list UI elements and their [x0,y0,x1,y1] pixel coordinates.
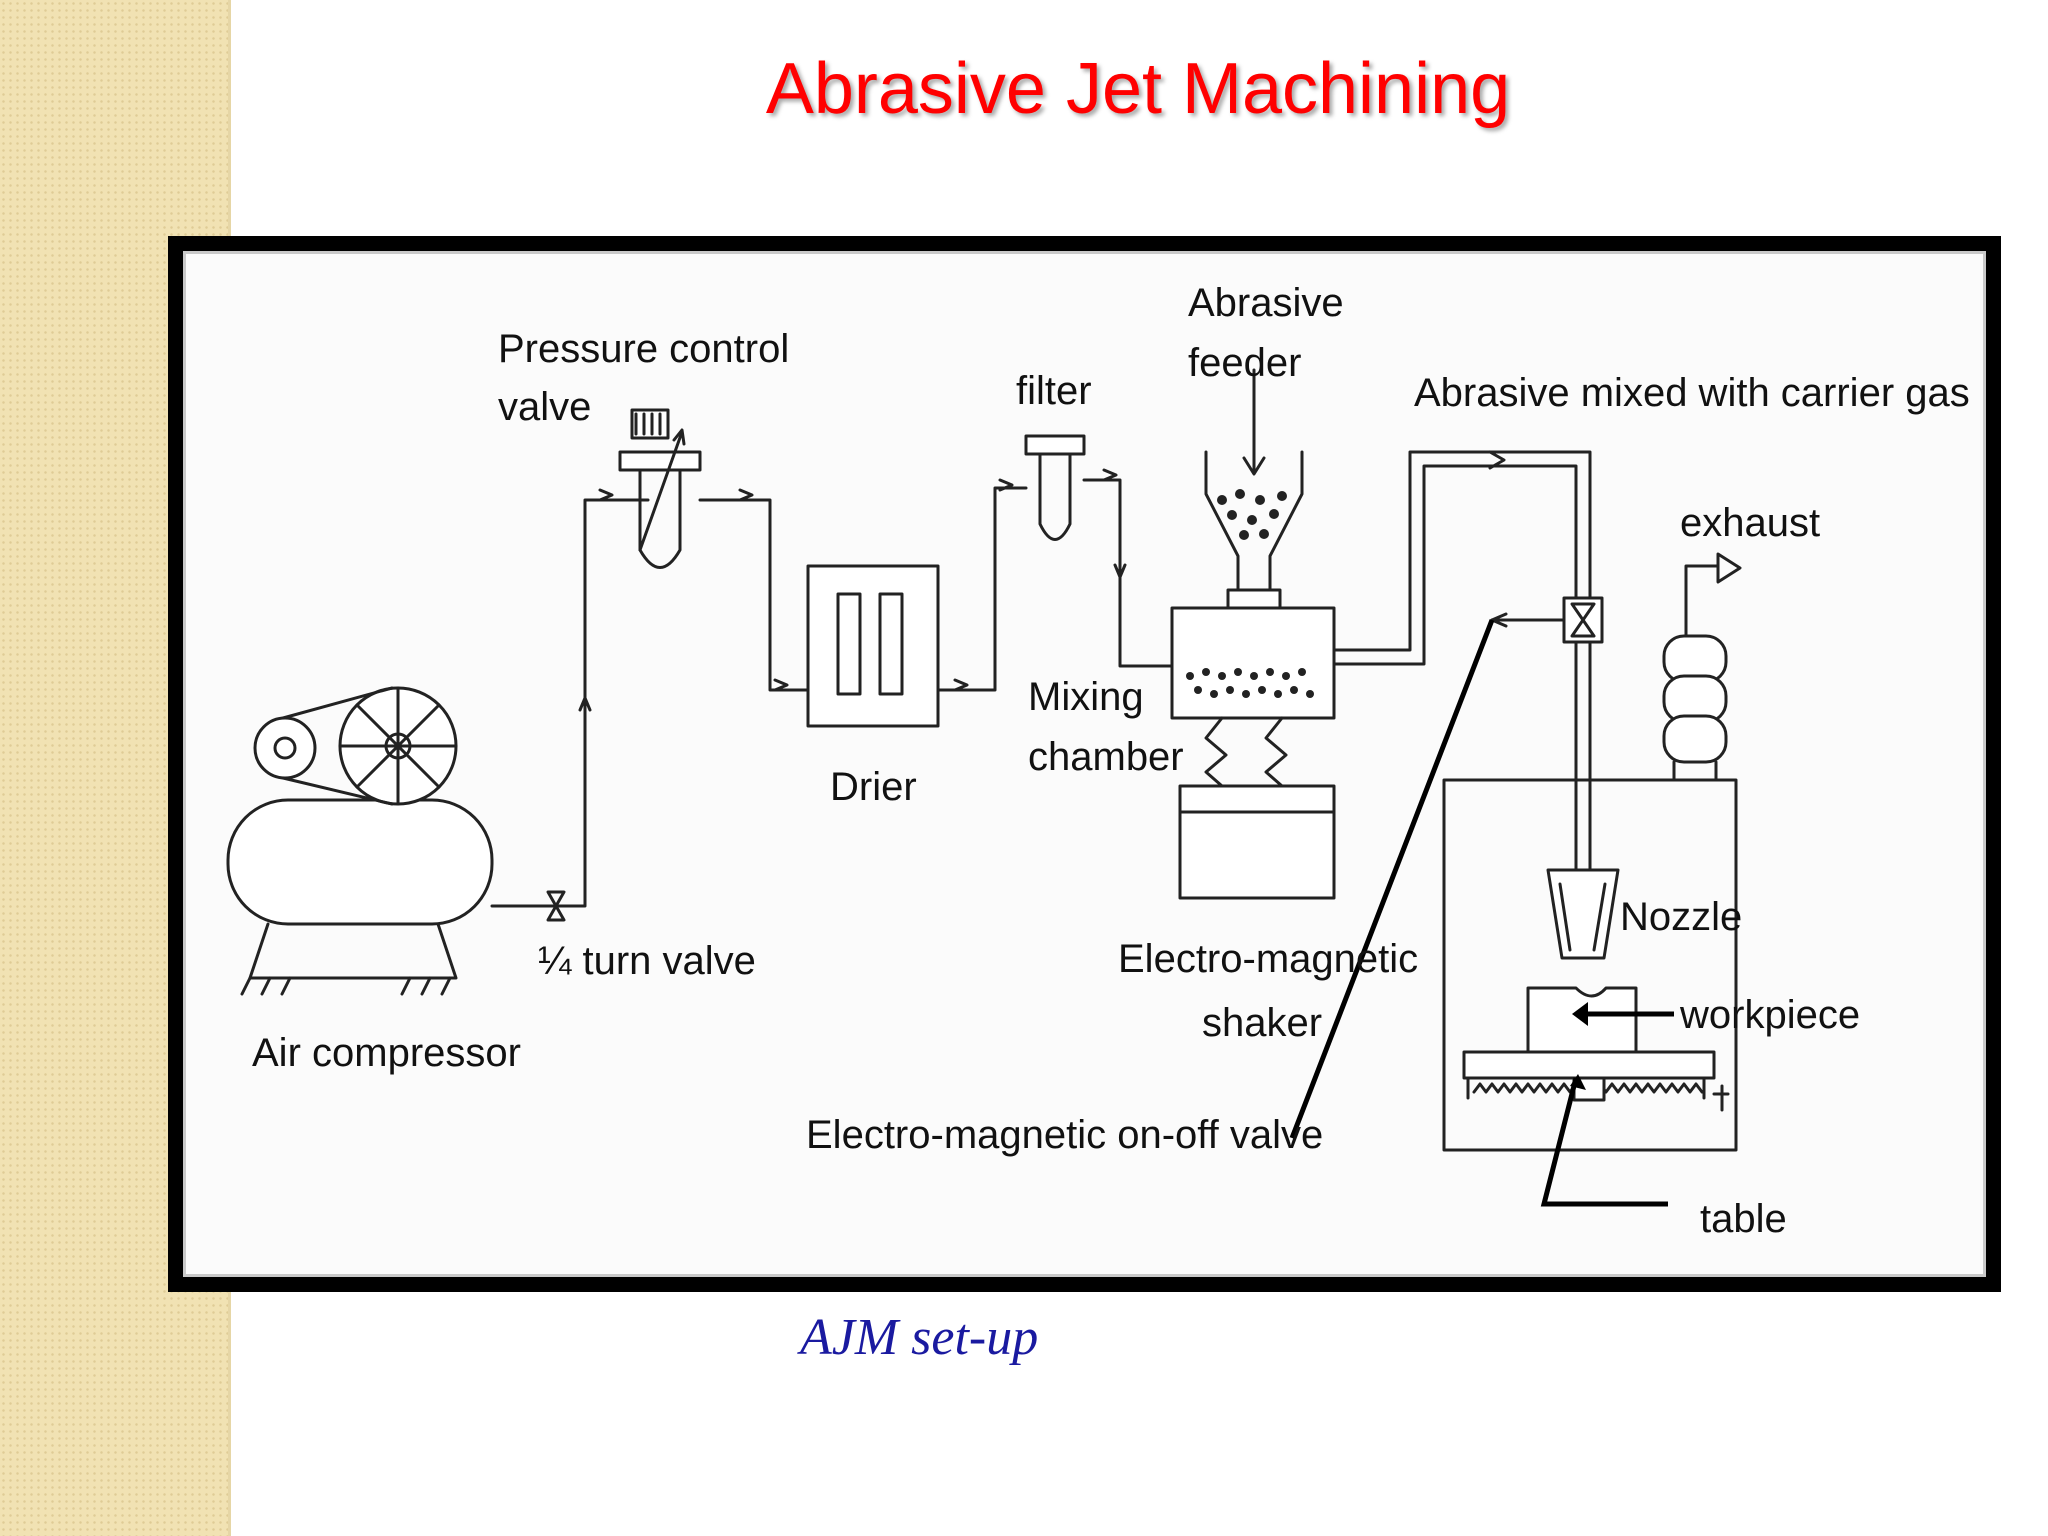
quarter-turn-valve-icon [546,890,566,922]
label-em-shaker-1: Electro-magnetic [1118,937,1418,981]
label-em-on-off-valve: Electro-magnetic on-off valve [806,1113,1323,1157]
label-abrasive-feeder-2: feeder [1188,341,1301,385]
abrasive-feeder-icon [1204,368,1304,610]
air-compressor-icon [226,686,494,996]
label-em-shaker-2: shaker [1202,1001,1322,1045]
label-filter: filter [1016,369,1092,413]
label-quarter-turn-valve: ¼ turn valve [538,939,756,983]
label-pressure-control-2: valve [498,385,591,429]
figure-caption: AJM set-up [800,1309,1039,1366]
electro-magnetic-shaker-icon [1178,716,1336,900]
label-mixing-2: chamber [1028,735,1184,779]
on-off-valve-leader [1289,619,1495,1139]
drier-icon [806,564,940,728]
filter-icon [1024,434,1086,541]
work-chamber-icon [1442,778,1738,1152]
label-exhaust: exhaust [1680,501,1820,545]
label-workpiece: workpiece [1679,993,1860,1037]
label-mixing-1: Mixing [1028,675,1144,719]
pressure-control-valve-icon [618,408,702,569]
diagram-frame-inner [183,251,1986,1277]
exhaust-icon [1662,552,1742,782]
label-pressure-control-1: Pressure control [498,327,789,371]
label-air-compressor: Air compressor [252,1031,521,1075]
leader-lines [1289,619,1674,1207]
table-arrowhead [1570,1074,1586,1090]
diagram-frame [168,236,2001,1292]
label-drier: Drier [830,765,917,809]
label-abrasive-feeder-1: Abrasive [1188,281,1344,325]
label-table: table [1700,1197,1787,1241]
workpiece-arrowhead [1572,1002,1588,1026]
air-line [490,468,1174,908]
on-off-valve-icon [1490,596,1604,644]
table-leader [1540,1077,1668,1207]
slide-title: Abrasive Jet Machining [765,49,1511,129]
label-nozzle: Nozzle [1620,895,1742,939]
mixing-chamber-icon [1170,606,1336,720]
label-abrasive-mixed: Abrasive mixed with carrier gas [1414,371,1970,415]
mixed-gas-line [1332,450,1592,872]
